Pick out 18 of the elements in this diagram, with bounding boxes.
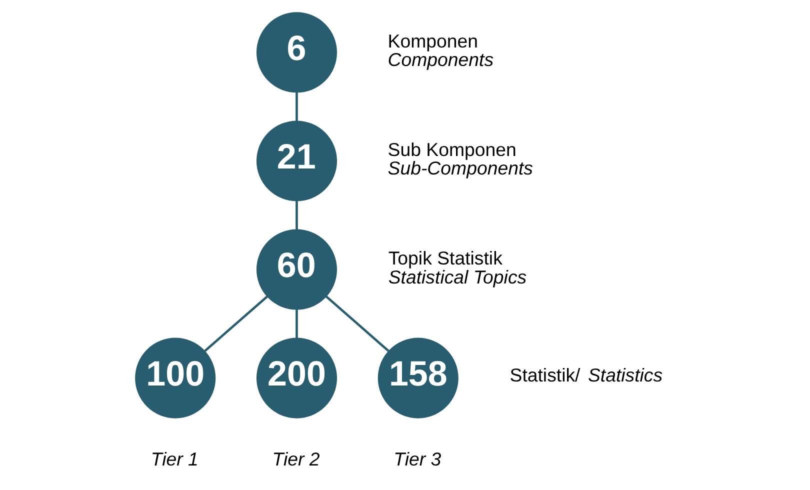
connector bbox=[296, 309, 298, 338]
node-circle: 21 bbox=[256, 120, 337, 202]
connector bbox=[296, 200, 298, 230]
node-circle: 100 bbox=[135, 338, 216, 418]
connector bbox=[204, 296, 268, 352]
node-circle: 60 bbox=[256, 229, 337, 310]
node-circle: 6 bbox=[256, 12, 337, 93]
node-circle: 158 bbox=[378, 338, 458, 418]
node-label: Tier 2 bbox=[272, 448, 320, 470]
node-label: Statistik/ Statistics bbox=[510, 364, 663, 386]
node-circle: 200 bbox=[256, 338, 337, 418]
node-label: Sub Komponen bbox=[388, 139, 516, 160]
node-label: Topik Statistik bbox=[388, 248, 502, 269]
node-label: Komponen bbox=[388, 30, 478, 52]
connector bbox=[325, 296, 390, 352]
node-label: Tier 1 bbox=[150, 448, 198, 470]
connector bbox=[296, 92, 298, 121]
node-label: Tier 3 bbox=[394, 448, 442, 470]
